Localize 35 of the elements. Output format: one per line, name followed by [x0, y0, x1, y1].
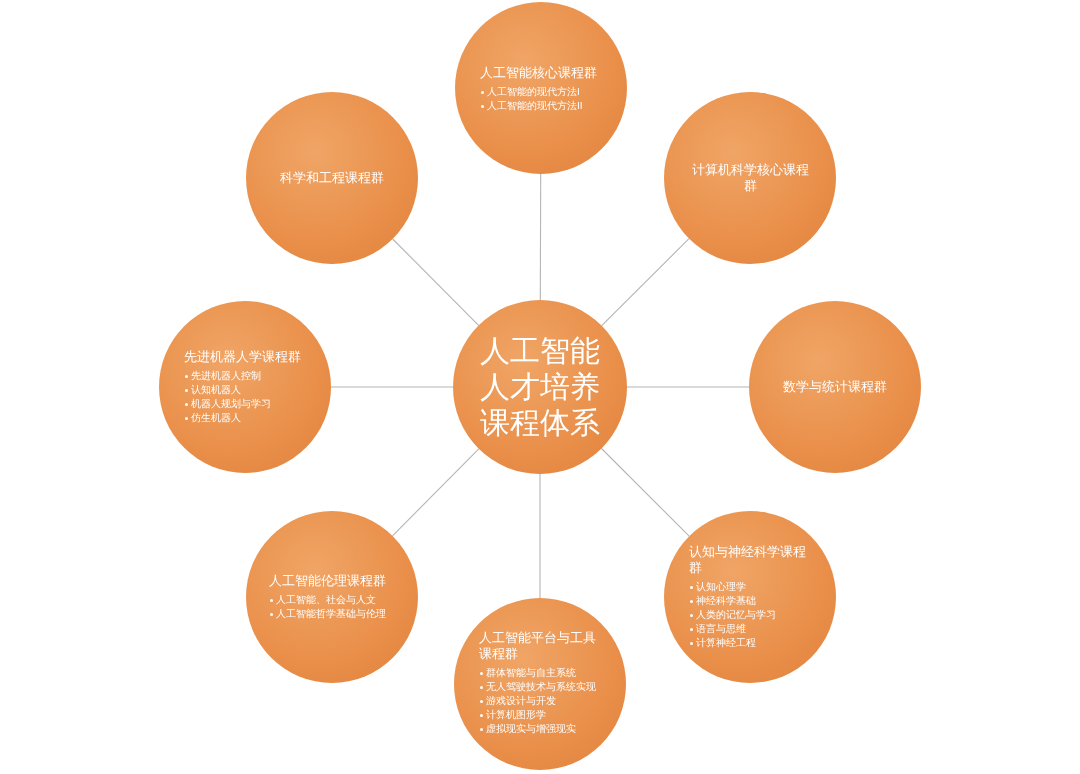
bullet-item: 语言与思维	[696, 622, 746, 636]
bullet-item: 虚拟现实与增强现实	[486, 722, 576, 736]
circle-heading: 人工智能核心课程群	[480, 65, 598, 81]
circle-heading: 先进机器人学课程群	[184, 349, 302, 365]
bullet-item: 认知机器人	[191, 383, 241, 397]
connector-line	[391, 448, 480, 537]
bullet-item: 人类的记忆与学习	[696, 608, 776, 622]
circle-heading: 科学和工程课程群	[279, 170, 385, 186]
circle-heading: 人工智能伦理课程群	[269, 573, 387, 589]
topic-title: 人工智能人才培养课程体系	[479, 333, 601, 441]
circle-heading: 认知与神经科学课程群	[689, 544, 807, 576]
bullet-item: 计算神经工程	[696, 636, 756, 650]
bullet-item: 人工智能的现代方法I	[487, 85, 580, 99]
bullet-item: 人工智能哲学基础与伦理	[276, 607, 386, 621]
connector-line	[539, 173, 542, 301]
bullet-item: 仿生机器人	[191, 411, 241, 425]
connector-line	[330, 386, 454, 388]
bullet-item: 人工智能、社会与人文	[276, 593, 376, 607]
circle-heading: 数学与统计课程群	[782, 379, 888, 395]
connector-line	[601, 238, 690, 327]
circle-heading: 计算机科学核心课程群	[690, 162, 810, 194]
bullet-item: 群体智能与自主系统	[486, 666, 576, 680]
bullet-item: 游戏设计与开发	[486, 694, 556, 708]
bullet-item: 先进机器人控制	[191, 369, 261, 383]
bullet-item: 机器人规划与学习	[191, 397, 271, 411]
connector-line	[539, 473, 541, 599]
connector-line	[600, 447, 690, 537]
bullet-item: 认知心理学	[696, 580, 746, 594]
circle-heading: 人工智能平台与工具课程群	[479, 630, 597, 662]
bullet-item: 人工智能的现代方法II	[487, 99, 583, 113]
bullet-item: 计算机图形学	[486, 708, 546, 722]
connector-line	[626, 386, 750, 388]
bullet-item: 无人驾驶技术与系统实现	[486, 680, 596, 694]
connector-line	[392, 238, 480, 326]
bullet-item: 神经科学基础	[696, 594, 756, 608]
